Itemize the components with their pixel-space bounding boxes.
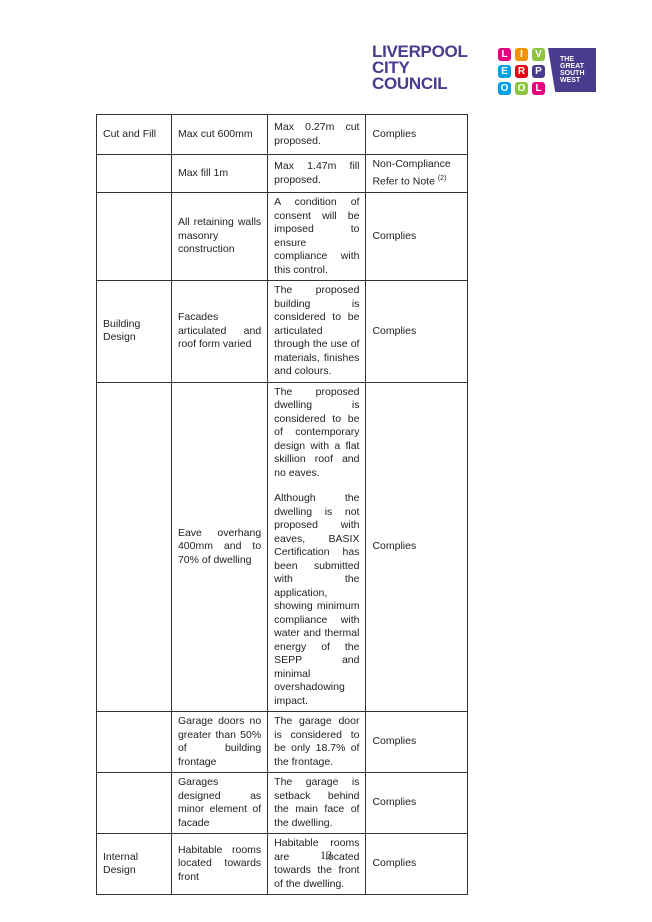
proposal-cell: The garage is setback behind the main fa… <box>267 772 367 834</box>
proposal-paragraph: The garage is setback behind the main fa… <box>274 776 360 829</box>
compliance-status: Complies <box>372 857 417 870</box>
tagline-line: WEST <box>560 77 581 84</box>
compliance-status: Complies <box>372 796 417 809</box>
compliance-status: Complies <box>372 229 417 242</box>
compliance-cell: Complies <box>365 711 468 773</box>
proposal-cell: Habitable rooms are located towards the … <box>267 833 367 895</box>
compliance-cell: Non-Compliance Refer to Note (2) <box>365 154 468 193</box>
wordmark-line: COUNCIL <box>372 74 448 93</box>
logo-banner: THE GREAT SOUTH WEST <box>548 48 596 92</box>
compliance-status: Complies <box>372 127 417 140</box>
proposal-paragraph: Max 1.47m fill proposed. <box>274 160 360 186</box>
wordmark-line: CITY <box>372 58 410 77</box>
logo-tile: P <box>532 65 545 78</box>
requirement-cell: All retaining walls masonry construction <box>170 192 269 281</box>
proposal-paragraph: The proposed building is considered to b… <box>274 284 360 377</box>
requirement-cell: Facades articulated and roof form varied <box>170 280 269 383</box>
compliance-cell: Complies <box>365 192 468 281</box>
logo-tile: L <box>532 82 545 95</box>
proposal-paragraph: A condition of consent will be imposed t… <box>274 196 360 276</box>
council-logo: LIVERPOOL CITY COUNCIL L I V E R P O O L… <box>372 42 602 102</box>
page-number: 13 <box>320 848 332 862</box>
logo-tile: I <box>515 48 528 61</box>
table-row: Garages designed as minor element of fac… <box>96 772 468 834</box>
compliance-cell: Complies <box>365 114 468 155</box>
note-reference: (2) <box>437 174 447 182</box>
proposal-cell: Max 0.27m cut proposed. <box>267 114 367 155</box>
compliance-status: Complies <box>372 324 417 337</box>
compliance-cell: Complies <box>365 772 468 834</box>
tagline-line: GREAT <box>560 63 584 70</box>
proposal-paragraph: The proposed dwelling is considered to b… <box>274 385 360 479</box>
proposal-paragraph: Although the dwelling is not proposed wi… <box>274 492 360 707</box>
proposal-paragraph: Max 0.27m cut proposed. <box>274 121 360 147</box>
logo-tile: E <box>498 65 511 78</box>
proposal-cell: A condition of consent will be imposed t… <box>267 192 367 281</box>
proposal-paragraph: Habitable rooms are located towards the … <box>274 837 360 890</box>
requirement-cell: Garage doors no greater than 50% of buil… <box>170 711 269 773</box>
logo-tile-grid: L I V E R P O O L <box>498 48 550 98</box>
compliance-cell: Complies <box>365 833 468 895</box>
tagline-line: THE <box>560 56 574 63</box>
logo-tile: L <box>498 48 511 61</box>
wordmark-line: LIVERPOOL <box>372 42 468 61</box>
logo-tile: O <box>498 82 511 95</box>
logo-tagline: THE GREAT SOUTH WEST <box>560 56 585 84</box>
control-category <box>96 154 172 193</box>
council-wordmark: LIVERPOOL CITY COUNCIL <box>372 42 468 93</box>
requirement-cell: Habitable rooms located towards front <box>170 833 269 895</box>
control-category <box>96 772 172 834</box>
proposal-cell: The garage door is considered to be only… <box>267 711 367 773</box>
requirement-cell: Max fill 1m <box>170 154 269 193</box>
compliance-cell: Complies <box>365 381 468 712</box>
proposal-cell: Max 1.47m fill proposed. <box>267 154 367 193</box>
compliance-cell: Complies <box>365 280 468 383</box>
proposal-paragraph: The garage door is considered to be only… <box>274 715 360 768</box>
control-category: Building Design <box>96 280 172 383</box>
proposal-cell: The proposed building is considered to b… <box>267 280 367 383</box>
control-category <box>96 711 172 773</box>
requirement-cell: Eave overhang 400mm and to 70% of dwelli… <box>170 381 269 712</box>
control-category <box>96 192 172 281</box>
table-row: Garage doors no greater than 50% of buil… <box>96 711 468 773</box>
logo-tile: R <box>515 65 528 78</box>
control-category: Internal Design <box>96 833 172 895</box>
proposal-cell: The proposed dwelling is considered to b… <box>267 381 367 712</box>
logo-tile: V <box>532 48 545 61</box>
control-category: Cut and Fill <box>96 114 172 155</box>
table-row: All retaining walls masonry construction… <box>96 192 468 281</box>
table-row: Eave overhang 400mm and to 70% of dwelli… <box>96 381 468 712</box>
compliance-status: Complies <box>372 735 417 748</box>
requirement-cell: Max cut 600mm <box>170 114 269 155</box>
logo-tile: O <box>515 82 528 95</box>
requirement-cell: Garages designed as minor element of fac… <box>170 772 269 834</box>
control-category <box>96 381 172 712</box>
compliance-status: Complies <box>372 540 417 552</box>
compliance-status: Non-Compliance Refer to Note <box>372 158 451 188</box>
tagline-line: SOUTH <box>560 70 585 77</box>
